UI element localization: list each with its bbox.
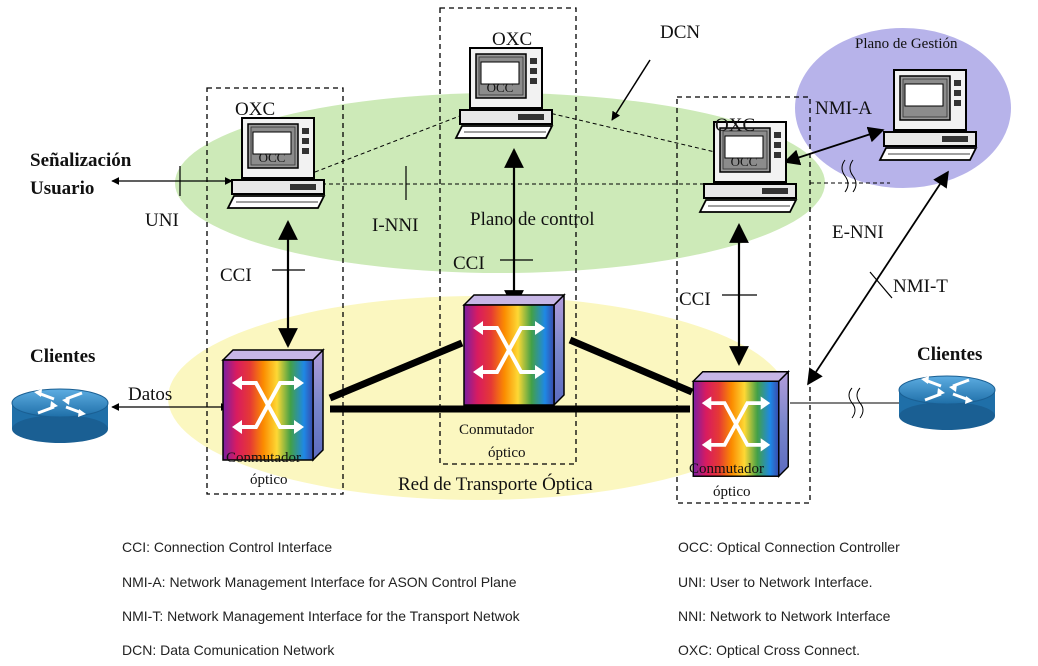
control-plane-label: Plano de control <box>470 209 595 230</box>
data-label: Datos <box>128 384 172 405</box>
control-plane-ellipse <box>175 93 825 273</box>
legend-right-2: NNI: Network to Network Interface <box>678 608 891 624</box>
legend-right-1: UNI: User to Network Interface. <box>678 574 873 590</box>
legend-left-2: NMI-T: Network Management Interface for … <box>122 608 520 624</box>
dcn-pointer <box>611 59 651 121</box>
nmi-t-label: NMI-T <box>893 276 948 297</box>
uni-label: UNI <box>145 210 179 231</box>
switch-left-label-line1: Conmutador <box>226 450 301 466</box>
occ-center-label: OCC <box>487 80 514 95</box>
nmi-a-arrow <box>783 126 885 166</box>
cci-left-label: CCI <box>220 265 252 286</box>
oxc-center-label: OXC <box>492 29 532 50</box>
fiber-left-center <box>328 339 464 402</box>
switch-right-label-line1: Conmutador <box>689 461 764 477</box>
node-box-left <box>206 87 344 495</box>
transport-network-label: Red de Transporte Óptica <box>398 473 593 495</box>
legend-right-0: OCC: Optical Connection Controller <box>678 539 900 555</box>
oxc-right-label: OXC <box>715 115 755 136</box>
legend-left-3: DCN: Data Comunication Network <box>122 642 335 658</box>
legend-right-3: OXC: Optical Cross Connect. <box>678 642 861 658</box>
switch-center-label-line1: Conmutador <box>459 422 534 438</box>
i-nni-label: I-NNI <box>372 215 418 236</box>
signaling-label-line2: Usuario <box>30 178 94 199</box>
router-right <box>897 374 997 432</box>
occ-right-label: OCC <box>731 154 758 169</box>
management-plane-label: Plano de Gestión <box>855 36 958 52</box>
switch-center-label-line2: óptico <box>488 445 526 461</box>
dcn-label: DCN <box>660 22 700 43</box>
client-right-break <box>848 387 864 419</box>
optical-switch-center <box>462 293 566 407</box>
nmi-t-arrow <box>807 170 949 386</box>
legend-left-1: NMI-A: Network Management Interface for … <box>122 574 517 590</box>
switch-left-label-line2: óptico <box>250 472 288 488</box>
router-left <box>10 387 110 445</box>
clients-right-label: Clientes <box>917 344 982 365</box>
cci-right-label: CCI <box>679 289 711 310</box>
nmi-a-label: NMI-A <box>815 98 872 119</box>
dcn-link-center-right <box>544 111 716 153</box>
switch-right-label-line2: óptico <box>713 484 751 500</box>
node-box-center <box>439 7 577 465</box>
legend-left-0: CCI: Connection Control Interface <box>122 539 333 555</box>
e-nni-label: E-NNI <box>832 222 884 243</box>
optical-switch-left <box>221 348 325 462</box>
cci-center-label: CCI <box>453 253 485 274</box>
oxc-left-label: OXC <box>235 99 275 120</box>
management-computer <box>879 69 977 161</box>
occ-left-label: OCC <box>259 150 286 165</box>
clients-left-label: Clientes <box>30 346 95 367</box>
fiber-center-right <box>568 336 694 396</box>
signaling-label-line1: Señalización <box>30 150 132 171</box>
